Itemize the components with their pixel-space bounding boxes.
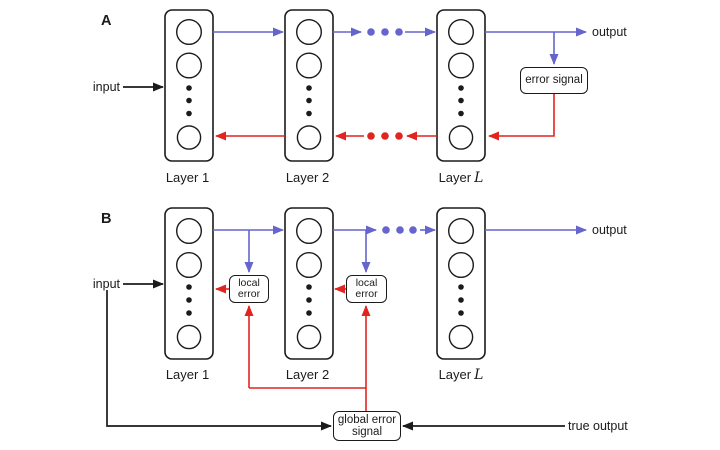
global-error-signal-box: global error signal <box>333 411 401 441</box>
layer-node-b-2 <box>284 207 334 360</box>
layer-caption-b-2: Layer 2 <box>285 367 330 382</box>
forward-signal-path-a <box>213 27 587 65</box>
layer-caption-a-2: Layer 2 <box>285 170 330 185</box>
panel-b-label: B <box>101 211 112 227</box>
forward-ellipsis-a <box>367 28 403 36</box>
true-output-label: true output <box>568 419 628 433</box>
error-signal-path-b <box>215 284 371 411</box>
layer-node-a-2 <box>284 9 334 162</box>
forward-signal-path-b <box>213 225 587 273</box>
layer-caption-b-1: Layer 1 <box>165 367 210 382</box>
error-signal-path-a <box>215 94 555 141</box>
input-label-b: input <box>92 277 120 291</box>
forward-ellipsis-b <box>382 226 417 234</box>
local-error-box-2: local error <box>346 275 387 303</box>
local-error-label-1: local error <box>237 276 261 300</box>
panel-a-label: A <box>101 13 112 29</box>
local-error-box-1: local error <box>229 275 269 303</box>
layer-node-b-1 <box>164 207 214 360</box>
error-ellipsis-a <box>367 132 403 140</box>
output-label-a: output <box>592 25 627 39</box>
local-error-label-2: local error <box>355 276 378 300</box>
input-to-global-error-arrow <box>106 290 332 431</box>
error-arrow-a-errorbox-lL <box>488 94 555 141</box>
layer-node-a-L <box>436 9 486 162</box>
error-signal-box: error signal <box>520 67 588 94</box>
global-error-signal-label: global error signal <box>337 413 397 439</box>
input-label-a: input <box>92 80 120 94</box>
output-label-b: output <box>592 223 627 237</box>
layer-node-b-L <box>436 207 486 360</box>
input-and-target-path-b <box>106 279 565 431</box>
layer-caption-a-1: Layer 1 <box>165 170 210 185</box>
error-signal-label: error signal <box>525 74 583 87</box>
layer-node-a-1 <box>164 9 214 162</box>
